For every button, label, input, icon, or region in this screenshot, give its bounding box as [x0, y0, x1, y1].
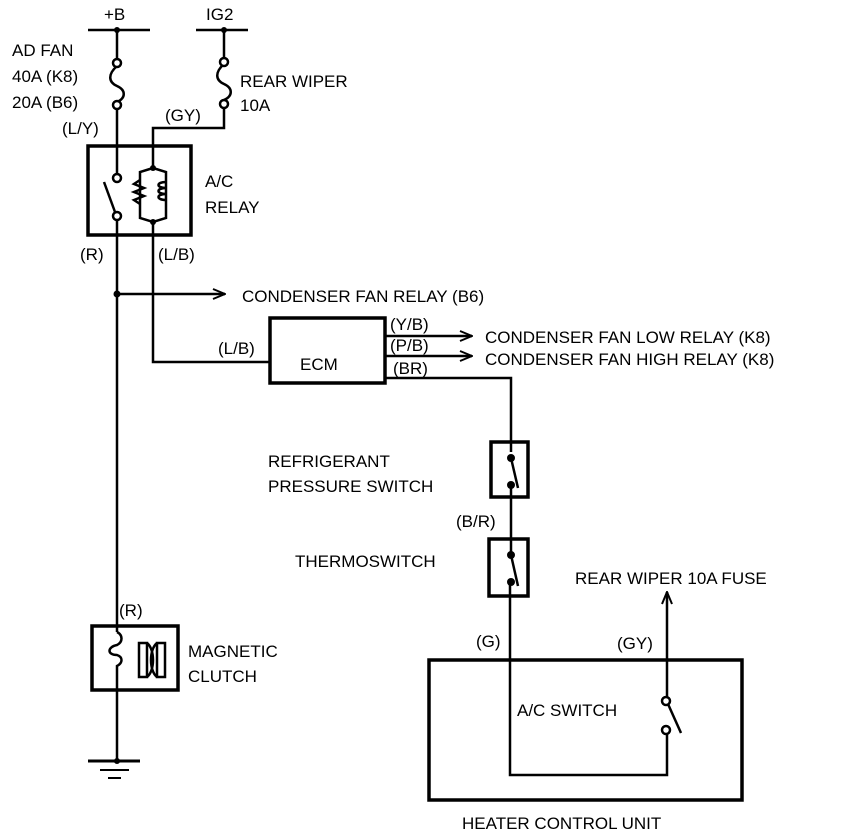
wire-color-label: (Y/B) — [390, 315, 429, 334]
ac-relay: A/C RELAY (R) (L/B) — [80, 144, 260, 264]
rear-wiper-rating: 10A — [240, 96, 271, 115]
wire-color-label: (B/R) — [456, 512, 496, 531]
ac-switch-label: A/C SWITCH — [517, 701, 617, 720]
relay-label: RELAY — [205, 198, 260, 217]
ground-icon — [88, 758, 140, 779]
ad-fan-rating-b6: 20A (B6) — [12, 93, 78, 112]
ignition-label: IG2 — [206, 5, 233, 24]
ad-fan-rating-k8: 40A (K8) — [12, 67, 78, 86]
clutch-coil-icon — [108, 630, 123, 760]
refrigerant-switch-label: PRESSURE SWITCH — [268, 477, 433, 496]
condenser-fan-relay-label: CONDENSER FAN RELAY (B6) — [242, 287, 484, 306]
rear-wiper-fuse: REAR WIPER 10A (GY) — [151, 27, 348, 168]
coil-icon — [157, 180, 167, 202]
rear-wiper-label: REAR WIPER — [240, 72, 348, 91]
wire-color-label: (R) — [119, 601, 143, 620]
ignition-bus: IG2 — [196, 5, 248, 32]
wire-color-label: (R) — [80, 245, 104, 264]
battery-bus: +B — [88, 5, 150, 32]
wire-color-label: (G) — [476, 632, 501, 651]
wire-color-label: (P/B) — [390, 336, 429, 355]
wire-color-label: (L/B) — [218, 339, 255, 358]
thermoswitch-label: THERMOSWITCH — [295, 552, 436, 571]
magnetic-clutch-label: CLUTCH — [188, 667, 257, 686]
condenser-fan-high-label: CONDENSER FAN HIGH RELAY (K8) — [485, 350, 774, 369]
wire-l-b — [151, 235, 270, 364]
clutch-plates-icon — [137, 641, 167, 679]
magnetic-clutch-label: MAGNETIC — [188, 642, 278, 661]
battery-label: +B — [104, 5, 125, 24]
wire-color-label: (L/Y) — [62, 119, 99, 138]
wire-g — [508, 582, 669, 777]
thermoswitch: THERMOSWITCH — [295, 537, 530, 598]
wire-color-label: (GY) — [617, 634, 653, 653]
rear-wiper-fuse-label: REAR WIPER 10A FUSE — [575, 569, 767, 588]
resistor-icon — [130, 178, 148, 206]
wire-color-label: (L/B) — [158, 245, 195, 264]
ad-fan-label: AD FAN — [12, 41, 73, 60]
refrigerant-pressure-switch: REFRIGERANT PRESSURE SWITCH — [268, 440, 530, 499]
ecm-label: ECM — [300, 355, 338, 374]
magnetic-clutch: (R) MAGNETIC CLUTCH — [90, 601, 278, 760]
relay-label: A/C — [205, 172, 233, 191]
heater-control-unit-label: HEATER CONTROL UNIT — [462, 814, 661, 833]
ad-fan-fuse: AD FAN 40A (K8) 20A (B6) (L/Y) — [12, 27, 125, 174]
condenser-fan-low-label: CONDENSER FAN LOW RELAY (K8) — [485, 328, 771, 347]
heater-control-unit: HEATER CONTROL UNIT A/C SWITCH (GY) REAR… — [427, 569, 767, 833]
refrigerant-switch-label: REFRIGERANT — [268, 452, 390, 471]
ac-switch — [666, 703, 683, 734]
wire-color-label: (GY) — [165, 106, 201, 125]
ecm: ECM (Y/B) CONDENSER FAN LOW RELAY (K8) (… — [268, 315, 774, 452]
wire-color-label: (BR) — [393, 359, 428, 378]
